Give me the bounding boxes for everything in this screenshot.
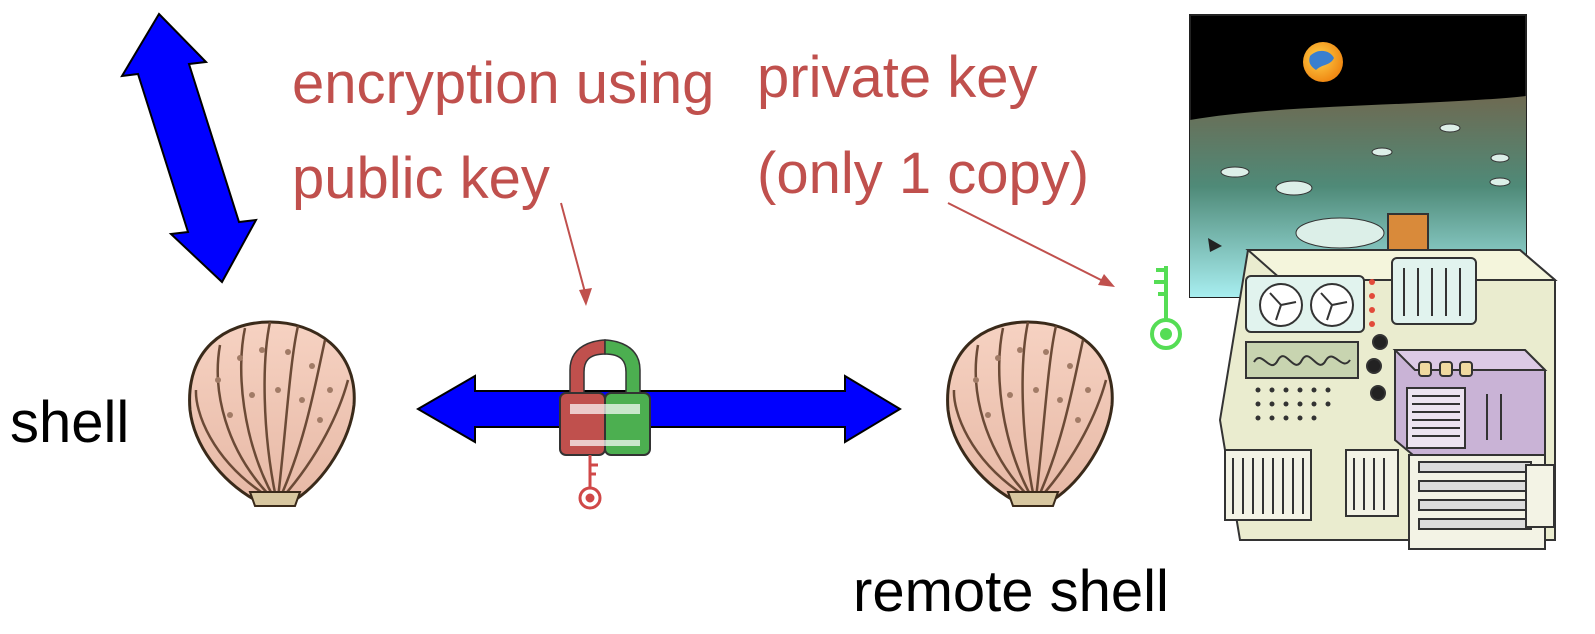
horizontal-double-arrow — [416, 374, 902, 444]
public-key-pointer — [560, 202, 592, 306]
scallop-shell-icon — [188, 320, 356, 507]
key-icon — [578, 455, 602, 510]
scallop-shell-icon — [946, 320, 1114, 507]
private-key-label-line1: private key — [757, 45, 1038, 110]
local-shell-label: shell — [10, 390, 130, 455]
vertical-double-arrow — [120, 12, 258, 284]
encryption-label-line2: public key — [292, 146, 550, 211]
remote-shell-label: remote shell — [853, 559, 1169, 624]
encryption-label-line1: encryption using — [292, 51, 715, 116]
padlock-icon — [559, 339, 651, 456]
key-icon — [1150, 266, 1182, 350]
private-key-pointer — [947, 202, 1115, 287]
private-key-label-line2: (only 1 copy) — [757, 141, 1090, 206]
vintage-computer-icon — [1218, 213, 1558, 550]
